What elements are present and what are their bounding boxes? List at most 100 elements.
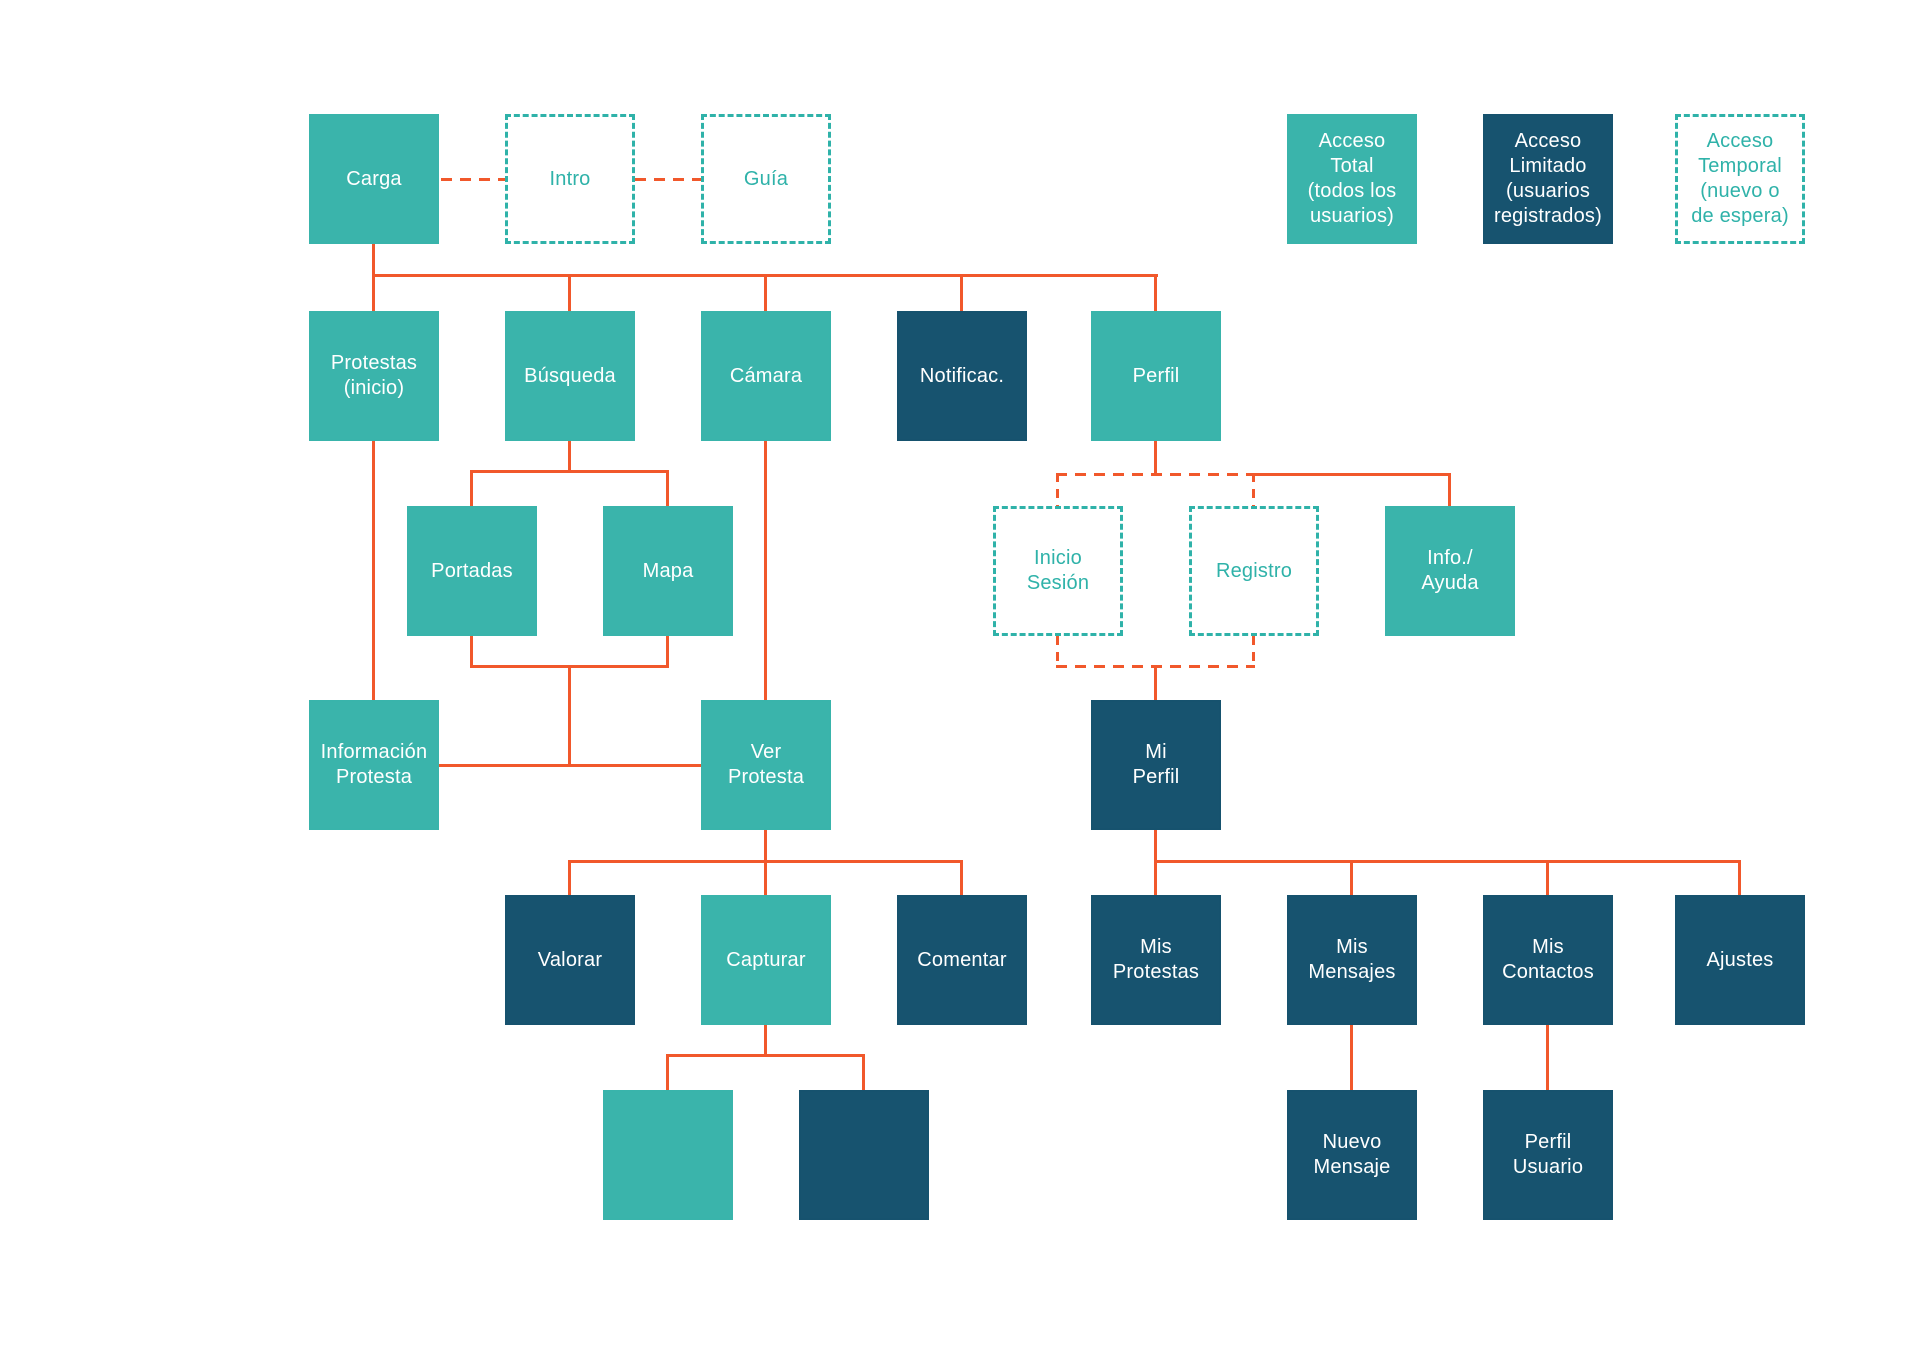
node-mis-contactos: Mis Contactos [1483,895,1613,1025]
connector-line [568,441,571,473]
connector-line [960,274,963,313]
connector-line [764,441,767,702]
connector-line [1056,473,1059,508]
node-mis-mensajes: Mis Mensajes [1287,895,1417,1025]
node-intro: Intro [505,114,635,244]
connector-line [1056,636,1059,667]
node-label: Información Protesta [320,741,428,788]
connector-line [439,764,701,767]
connector-line [1252,473,1451,476]
connector-line [1154,274,1157,313]
connector-line [1546,1025,1549,1092]
connector-line [1154,830,1157,862]
connector-line [1154,860,1157,897]
node-ver-protesta: Ver Protesta [701,700,831,830]
connector-line [1738,860,1741,897]
node-label: Comentar [917,948,1007,971]
node-label: Inicio Sesión [1026,547,1090,594]
connector-line [568,860,571,897]
connector-line [666,470,669,508]
node-label: Perfil Usuario [1512,1131,1584,1178]
connector-line [372,441,375,702]
connector-line [635,178,701,181]
connector-line [666,1054,669,1092]
connector-line [568,274,571,313]
connector-line [1350,1025,1353,1092]
connector-line [764,830,767,862]
connector-line [764,274,767,313]
node-label: Ver Protesta [727,741,805,788]
node-inicio-sesion: Inicio Sesión [993,506,1123,636]
node-notificac: Notificac. [897,311,1027,441]
node-nuevo-mensaje: Nuevo Mensaje [1287,1090,1417,1220]
node-guia: Guía [701,114,831,244]
node-capturar-child-teal [603,1090,733,1220]
node-portadas: Portadas [407,506,537,636]
connector-line [1154,665,1157,702]
node-label: Mis Mensajes [1308,936,1396,983]
connector-line [1546,860,1549,897]
node-camara: Cámara [701,311,831,441]
connector-line [470,636,473,668]
node-label: Carga [346,167,402,190]
node-label: Info./ Ayuda [1421,547,1479,594]
connector-line [1056,473,1254,476]
node-mis-protestas: Mis Protestas [1091,895,1221,1025]
connector-line [1154,441,1157,476]
connector-line [764,1025,767,1056]
node-label: Capturar [726,948,806,971]
node-valorar: Valorar [505,895,635,1025]
node-busqueda: Búsqueda [505,311,635,441]
connector-line [1350,860,1353,897]
node-protestas-inicio: Protestas (inicio) [309,311,439,441]
node-legend-acceso-total: Acceso Total (todos los usuarios) [1287,114,1417,244]
node-comentar: Comentar [897,895,1027,1025]
connector-line [960,860,963,897]
node-label: Ajustes [1706,948,1774,971]
node-ajustes: Ajustes [1675,895,1805,1025]
node-legend-acceso-limitado: Acceso Limitado (usuarios registrados) [1483,114,1613,244]
node-label: Notificac. [919,364,1005,387]
node-mapa: Mapa [603,506,733,636]
node-label: Guía [743,167,789,190]
connector-line [1252,636,1255,667]
node-label: Perfil [1132,364,1180,387]
node-label: Portadas [431,559,513,582]
connector-line [372,244,375,276]
connector-line [666,1054,865,1057]
connector-line [470,470,669,473]
node-label: Valorar [537,948,603,971]
node-label: Mis Protestas [1112,936,1200,983]
node-registro: Registro [1189,506,1319,636]
connector-line [764,860,767,897]
node-label: Mis Contactos [1502,936,1594,983]
node-carga: Carga [309,114,439,244]
connector-line [1252,473,1255,508]
node-label: Acceso Limitado (usuarios registrados) [1494,130,1602,227]
node-informacion-protesta: Información Protesta [309,700,439,830]
node-mi-perfil: Mi Perfil [1091,700,1221,830]
connector-line [666,636,669,668]
node-info-ayuda: Info./ Ayuda [1385,506,1515,636]
node-capturar-child-navy [799,1090,929,1220]
connector-line [568,665,571,767]
node-label: Cámara [729,364,803,387]
node-label: Nuevo Mensaje [1313,1131,1391,1178]
connector-line [441,178,505,181]
connector-line [862,1054,865,1092]
node-label: Acceso Total (todos los usuarios) [1307,130,1397,227]
connector-line [1448,473,1451,508]
node-label: Mapa [642,559,694,582]
connector-line [470,470,473,508]
node-label: Acceso Temporal (nuevo o de espera) [1691,130,1789,227]
node-label: Registro [1215,559,1293,582]
node-label: Protestas (inicio) [330,352,418,399]
node-label: Búsqueda [524,364,616,387]
node-perfil: Perfil [1091,311,1221,441]
node-legend-acceso-temporal: Acceso Temporal (nuevo o de espera) [1675,114,1805,244]
node-capturar: Capturar [701,895,831,1025]
node-perfil-usuario: Perfil Usuario [1483,1090,1613,1220]
node-label: Intro [549,167,591,190]
connector-line [372,274,375,313]
